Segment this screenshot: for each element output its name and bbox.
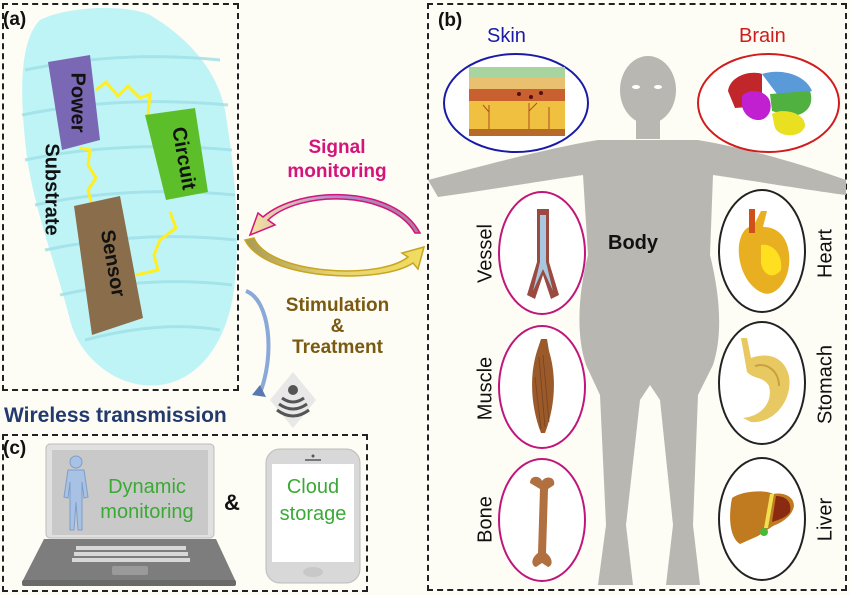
heart-label: Heart	[814, 229, 837, 278]
panel-b	[427, 3, 847, 591]
signal-line2: monitoring	[287, 161, 387, 182]
smartphone	[265, 448, 361, 584]
laptop	[22, 443, 236, 586]
panel-a	[2, 3, 239, 391]
phone-line2: storage	[279, 503, 347, 525]
wireless-arrow	[245, 289, 271, 397]
ampersand: &	[224, 490, 240, 515]
phone-screen-text: Cloud storage	[272, 474, 354, 528]
vessel-icon	[527, 209, 559, 299]
stomach-oval	[718, 321, 806, 445]
brain-label: Brain	[739, 25, 786, 47]
body-label: Body	[608, 232, 658, 254]
bone-icon	[530, 476, 555, 567]
muscle-label: Muscle	[474, 356, 497, 421]
stomach-icon	[741, 338, 790, 423]
wire-power-sensor	[79, 146, 98, 206]
wireless-signal-icon	[270, 372, 316, 428]
panel-a-label: (a)	[3, 9, 27, 30]
sensor-module	[74, 196, 143, 335]
skin-cross-section-icon	[469, 67, 565, 136]
stomach-label: Stomach	[814, 345, 837, 424]
panel-c-label: (c)	[3, 438, 27, 459]
power-label: Power	[66, 72, 89, 133]
laptop-screen-text: Dynamic monitoring	[92, 475, 202, 525]
bone-label: Bone	[474, 496, 497, 543]
stimulation-treatment-label: Stimulation & Treatment	[270, 295, 405, 358]
signal-monitoring-label: Signal monitoring	[282, 136, 392, 184]
brain-icon	[728, 71, 812, 136]
stim-arrow	[243, 237, 426, 277]
liver-label: Liver	[814, 497, 837, 542]
signal-arrow	[248, 193, 422, 237]
substrate-sheet	[21, 8, 237, 386]
power-module	[48, 55, 100, 150]
laptop-line1: Dynamic	[108, 476, 186, 498]
cycle-arrows	[243, 193, 426, 277]
heart-icon	[738, 209, 790, 294]
signal-line1: Signal	[308, 137, 366, 158]
liver-icon	[730, 491, 794, 544]
laptop-line2: monitoring	[100, 501, 194, 523]
panel-b-label: (b)	[438, 10, 463, 31]
skin-label: Skin	[487, 25, 526, 47]
muscle-icon	[532, 339, 554, 433]
panel-c	[2, 434, 368, 592]
human-silhouette-icon	[63, 455, 89, 531]
phone-line1: Cloud	[286, 476, 340, 498]
circuit-module	[145, 108, 208, 200]
human-body-figure	[428, 56, 846, 585]
wireless-transmission-label: Wireless transmission	[4, 404, 227, 427]
vessel-label: Vessel	[474, 224, 497, 283]
wire-power-circuit	[95, 79, 152, 116]
stim-line1: Stimulation	[285, 295, 390, 316]
stim-line2: &	[330, 316, 345, 337]
stim-line3: Treatment	[292, 337, 383, 358]
wire-circuit-sensor	[135, 211, 178, 277]
substrate-label: Substrate	[40, 143, 63, 236]
